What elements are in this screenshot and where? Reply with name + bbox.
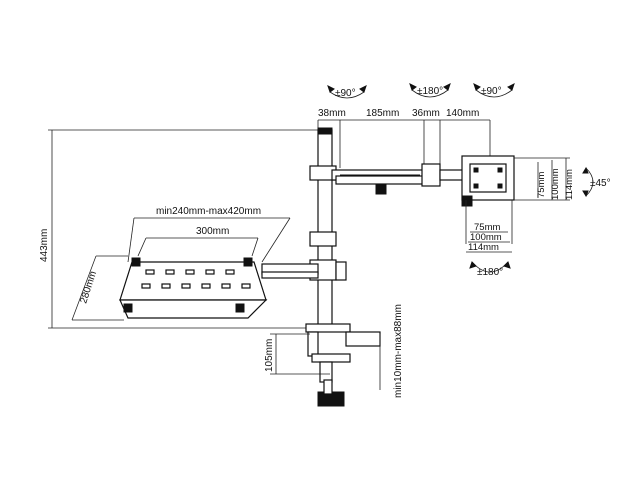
top-dimension-group: 38mm 185mm 36mm 140mm <box>317 108 491 168</box>
dim-tray-width: 300mm <box>196 226 229 237</box>
dim-vesa-w-114: 114mm <box>468 242 499 253</box>
dim-tray-range: min240mm-max420mm <box>156 206 261 217</box>
pole <box>309 127 337 331</box>
dim-arm-segment-1: 185mm <box>366 108 399 119</box>
rotation-label-head: ±90° <box>481 86 502 97</box>
rotation-label-pole: ±90° <box>335 88 356 99</box>
dim-vesa-h-114: 114mm <box>564 169 575 200</box>
tray-range-dimension: min240mm-max420mm <box>127 206 291 263</box>
rotation-label-side: ±45° <box>590 178 611 189</box>
vesa-mount-head <box>461 155 515 207</box>
tray-depth-dimension: 280mm <box>71 255 128 321</box>
rotation-indicator-joint: ±180° <box>409 83 451 98</box>
rotation-indicator-head: ±90° <box>473 83 515 98</box>
dim-total-height: 443mm <box>39 229 50 262</box>
dim-vesa-h-75: 75mm <box>536 172 547 198</box>
dim-arm-segment-2: 140mm <box>446 108 479 119</box>
laptop-tray <box>119 257 268 319</box>
dim-vesa-w-75: 75mm <box>474 222 500 233</box>
vesa-horizontal-dims: 75mm 100mm 114mm <box>465 200 513 253</box>
upper-arm <box>331 163 465 195</box>
desk-clamp <box>305 323 381 407</box>
rotation-indicator-bottom: ±180° <box>469 261 511 278</box>
lower-arm <box>261 261 347 281</box>
dim-desk-thickness: min10mm-max88mm <box>393 304 404 398</box>
dim-arm-joint-width: 36mm <box>412 108 440 119</box>
dim-clamp-height: 105mm <box>264 339 275 372</box>
rotation-label-bottom: ±180° <box>477 267 503 278</box>
tray-width-dimension: 300mm <box>137 226 259 257</box>
dim-pole-width: 38mm <box>318 108 346 119</box>
vesa-vertical-dims: 75mm 100mm 114mm <box>514 157 575 201</box>
clamp-height-dimension: 105mm <box>264 333 330 375</box>
desk-thickness-dimension: min10mm-max88mm <box>379 304 404 398</box>
rotation-indicator-pole: ±90° <box>327 85 367 99</box>
height-dimension: 443mm <box>39 129 318 329</box>
dim-vesa-w-100: 100mm <box>470 232 502 243</box>
dim-tray-depth: 280mm <box>78 270 99 305</box>
rotation-indicator-side: ±45° <box>582 166 611 198</box>
rotation-label-joint: ±180° <box>417 86 443 97</box>
dim-vesa-h-100: 100mm <box>550 168 561 200</box>
